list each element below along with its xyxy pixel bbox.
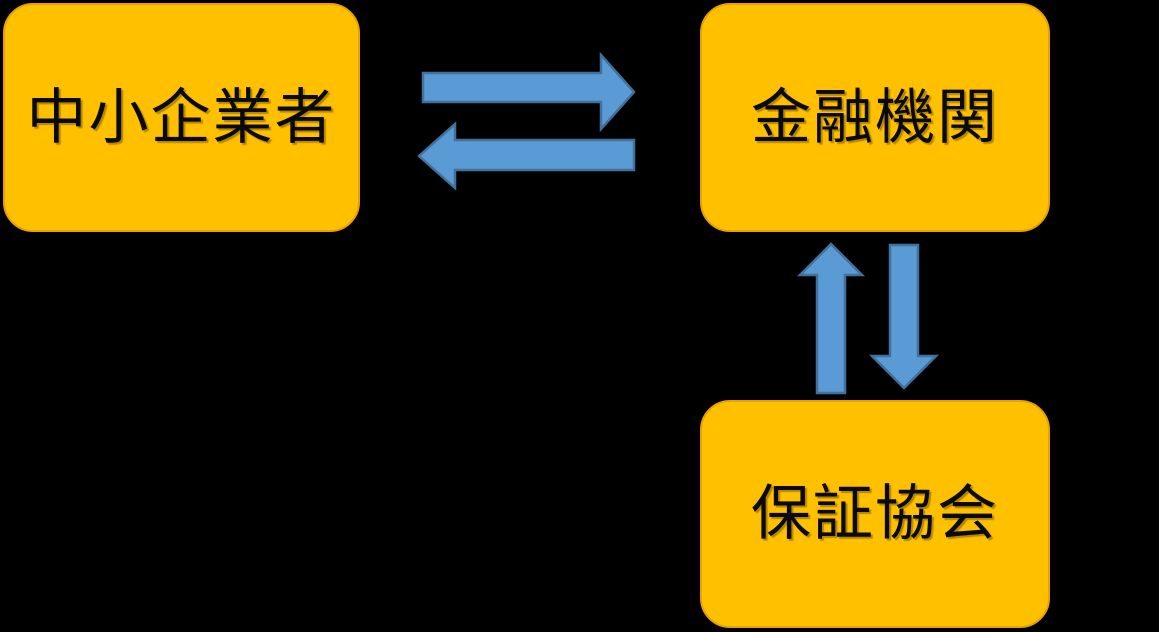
node-guaranty-label: 保証協会 [751, 479, 999, 549]
arrow-up-icon[interactable] [796, 242, 866, 395]
node-bank[interactable]: 金融機関 [700, 3, 1050, 232]
node-bank-label: 金融機関 [751, 82, 999, 153]
node-guaranty[interactable]: 保証協会 [700, 400, 1050, 628]
arrow-down-icon[interactable] [868, 243, 940, 390]
node-sme-label: 中小企業者 [26, 82, 337, 153]
node-sme[interactable]: 中小企業者 [3, 3, 360, 232]
arrow-right-icon[interactable] [421, 51, 636, 133]
arrow-left-icon[interactable] [417, 121, 636, 191]
